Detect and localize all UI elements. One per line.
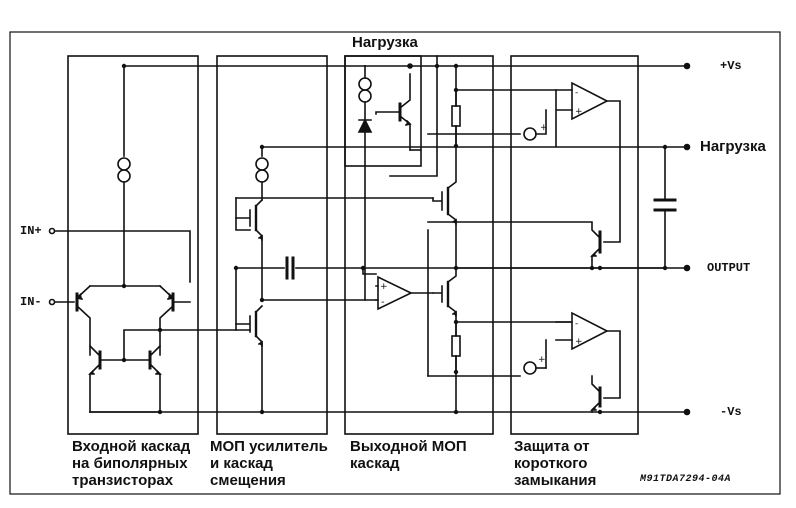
block-output-caption: Выходной МОП каскад xyxy=(350,438,467,472)
sense-resistor-upper-icon xyxy=(427,89,557,147)
current-mirror-right-icon xyxy=(148,344,162,413)
protection-transistor-lower-icon xyxy=(590,375,602,413)
output-terminal xyxy=(683,264,691,272)
block-input-caption: Входной каскад на биполярных транзистора… xyxy=(72,438,191,489)
load-label-top: Нагрузка xyxy=(352,34,418,51)
protection-ref-upper-icon: + xyxy=(523,109,548,141)
mos-bias-transistor-icon xyxy=(235,197,264,301)
svg-text:+: + xyxy=(538,355,546,365)
output-buffer-amp-icon: + - xyxy=(375,275,434,311)
svg-text:-: - xyxy=(381,297,385,308)
in-pos-pin xyxy=(48,227,191,283)
pin-in-neg-label: IN- xyxy=(20,295,42,309)
block-input-frame xyxy=(67,55,199,435)
block-mos-frame xyxy=(216,55,328,435)
svg-text:+: + xyxy=(575,337,583,347)
load-box-frame xyxy=(344,55,422,167)
block-protection-frame xyxy=(510,55,639,435)
pin-vs-pos-label: +Vs xyxy=(720,59,742,73)
svg-text:-: - xyxy=(575,88,578,98)
svg-text:-: - xyxy=(575,319,578,329)
load-transistor-icon xyxy=(375,63,413,151)
output-mos-lower-icon xyxy=(432,267,457,413)
sense-resistor-lower-icon xyxy=(427,229,571,377)
svg-text:+: + xyxy=(540,123,548,133)
input-transistor-right-icon xyxy=(158,284,191,356)
pin-output-label: OUTPUT xyxy=(707,261,751,275)
bias-current-source xyxy=(255,146,269,201)
pin-in-pos-label: IN+ xyxy=(20,224,42,238)
miller-capacitor-icon xyxy=(285,256,295,280)
mirror-base-link xyxy=(99,329,251,361)
block-output-frame xyxy=(344,55,494,435)
load-right-terminal xyxy=(683,143,691,151)
block-protection-caption: Защита от короткого замыкания xyxy=(514,438,597,489)
junction-dots xyxy=(121,63,668,415)
load-supply-link xyxy=(389,55,438,177)
protection-ref-lower-icon: + xyxy=(523,355,547,375)
input-transistor-left-icon xyxy=(75,284,92,356)
protection-comparator-upper-icon: - + xyxy=(555,81,621,243)
input-current-source xyxy=(117,65,131,287)
current-mirror-left-icon xyxy=(88,344,102,413)
vs-neg-terminal xyxy=(683,408,691,416)
protection-transistor-upper-icon xyxy=(427,221,602,269)
part-code-label: M91TDA7294-04A xyxy=(640,474,732,485)
mos-amp-transistor-icon xyxy=(235,304,264,413)
load-label-right: Нагрузка xyxy=(700,138,766,155)
outer-frame xyxy=(9,31,781,495)
pin-vs-neg-label: -Vs xyxy=(720,405,742,419)
load-current-source xyxy=(358,65,438,121)
protection-comparator-lower-icon: - + xyxy=(545,311,621,399)
svg-text:+: + xyxy=(575,107,583,117)
vs-pos-terminal xyxy=(683,62,691,70)
svg-text:+: + xyxy=(380,282,388,292)
zener-diode-icon xyxy=(357,118,373,301)
block-mos-caption: МОП усилитель и каскад смещения xyxy=(210,438,328,489)
bootstrap-capacitor-icon xyxy=(653,146,677,269)
in-neg-pin xyxy=(48,298,75,306)
